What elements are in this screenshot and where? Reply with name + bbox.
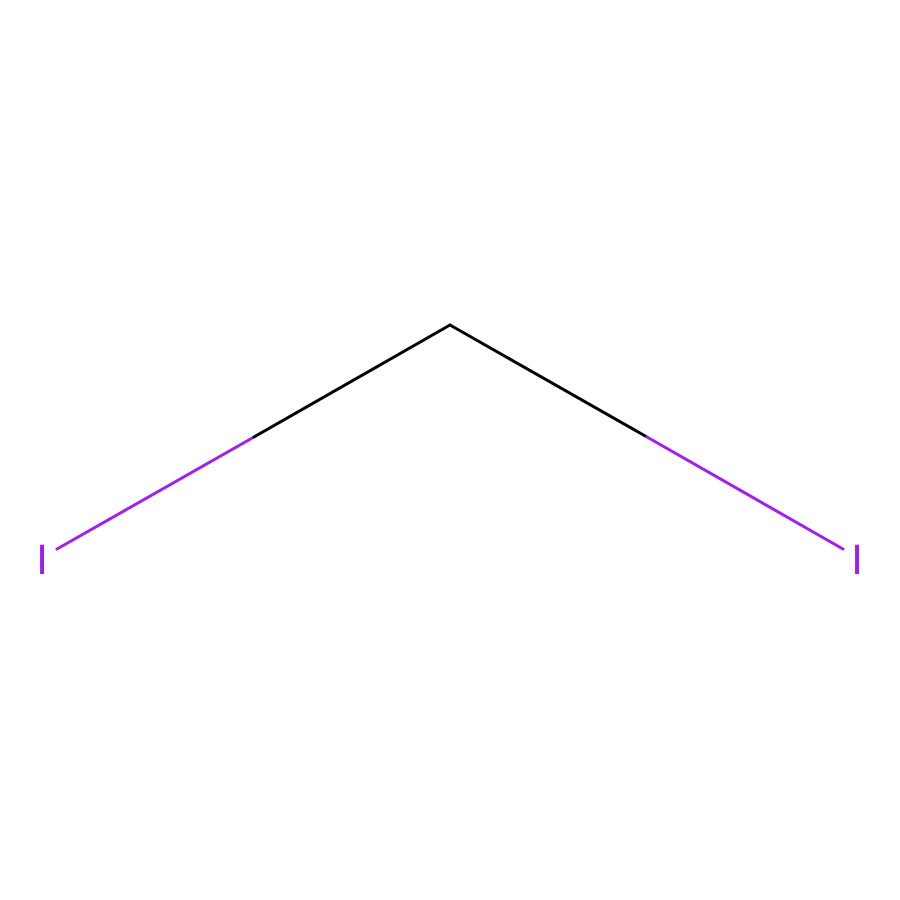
bond-c1-i2: [448, 323, 845, 551]
bond-i1-c1-carbon-segment: [252, 323, 452, 439]
bond-i1-c1-iodine-segment: [55, 435, 256, 551]
atom-label-i2: I: [851, 538, 863, 584]
bond-c1-i2-carbon-segment: [448, 323, 649, 439]
bond-i1-c1: [55, 323, 452, 551]
atom-label-i1: I: [36, 538, 48, 584]
bond-c1-i2-iodine-segment: [645, 435, 845, 551]
